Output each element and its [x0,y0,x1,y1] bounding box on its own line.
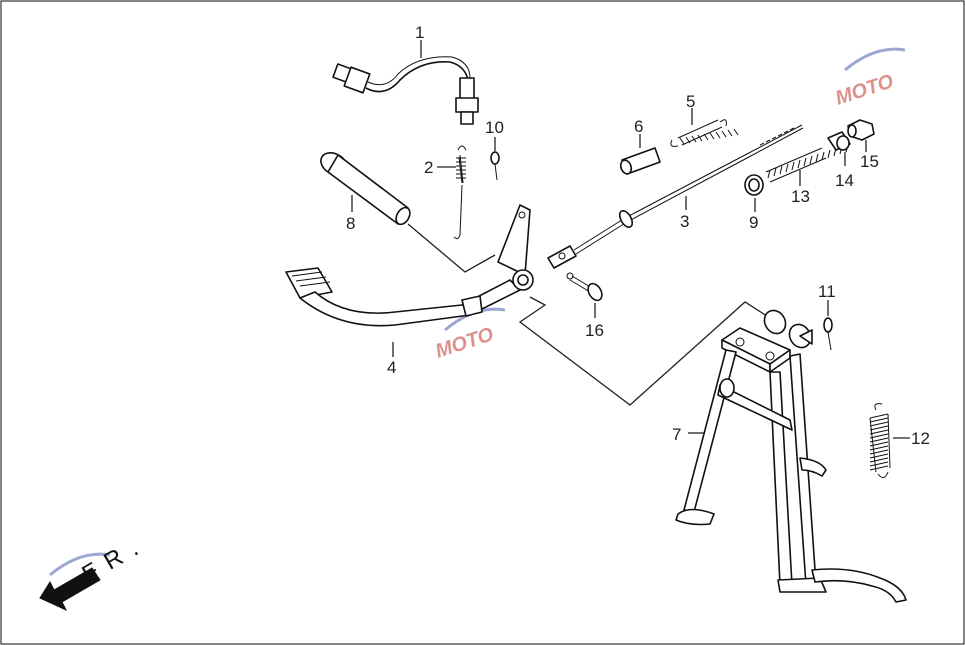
part-label-6: 6 [634,117,643,136]
part-label-11: 11 [818,282,836,301]
part-11-cotter-pin [823,317,833,351]
assembly-line-7 [518,296,771,406]
part-label-4: 4 [387,358,396,377]
part-label-7: 7 [672,425,681,444]
part-14-joint [827,131,851,151]
part-label-12: 12 [911,429,930,448]
watermark-bottom-left [49,552,111,577]
part-label-14: 14 [835,171,854,190]
part-label-2: 2 [424,158,433,177]
part-label-9: 9 [749,213,758,232]
part-label-13: 13 [791,187,810,206]
part-label-3: 3 [680,212,689,231]
part-label-5: 5 [686,92,695,111]
part-label-8: 8 [346,214,355,233]
part-label-15: 15 [860,152,879,171]
part-label-1: 1 [415,23,424,42]
part-4-brake-pedal [285,204,534,327]
part-label-16: 16 [585,321,604,340]
part-7-main-stand [675,309,907,603]
part-6-collar [619,147,661,175]
part-15-nut [847,119,875,141]
part-12-stand-spring [869,403,891,478]
part-10-cotter-pin [490,151,500,181]
part-9-washer [744,174,764,196]
part-8-pivot-shaft [320,152,411,226]
part-3-brake-rod [547,124,804,269]
part-1-stand-switch [332,56,479,125]
part-5-spring [670,119,739,147]
part-2-spring [453,145,467,240]
part-label-10: 10 [485,118,504,137]
assembly-line-8 [407,223,496,273]
front-direction-arrow [39,567,101,612]
part-16-joint-pin [566,272,603,302]
